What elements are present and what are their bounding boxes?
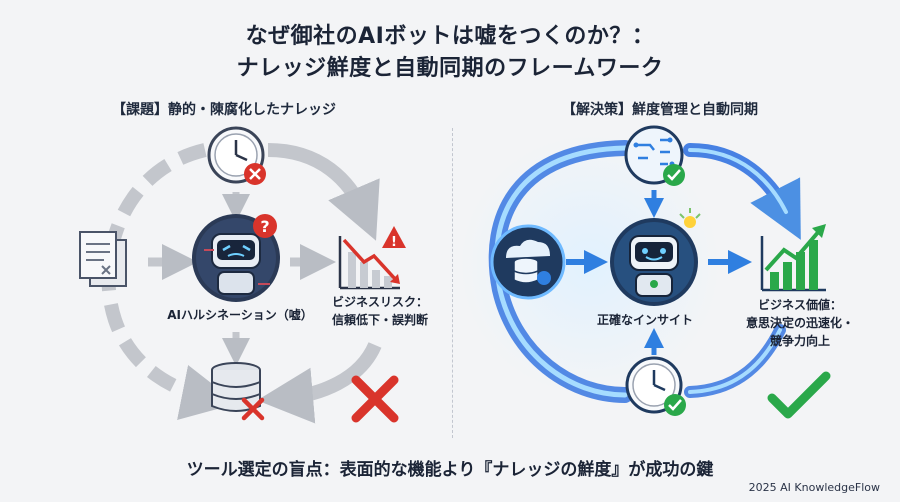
business-value-label-line-3: 競争力向上 bbox=[769, 334, 830, 348]
problem-cycle bbox=[101, 143, 382, 424]
copyright-text: 2025 AI KnowledgeFlow bbox=[748, 481, 880, 494]
accurate-ai-bot-icon bbox=[610, 208, 701, 306]
accurate-insight-label: 正確なインサイト bbox=[596, 313, 693, 327]
failure-x-mark bbox=[351, 375, 399, 423]
cloud-database-icon bbox=[490, 224, 566, 300]
panel-divider bbox=[452, 128, 453, 438]
footer-tagline: ツール選定の盲点：表面的な機能より『ナレッジの鮮度』が成功の鍵 bbox=[186, 460, 714, 480]
declining-chart-icon: ! bbox=[338, 226, 406, 290]
outdated-clock-icon bbox=[207, 126, 266, 185]
stale-documents-icon bbox=[79, 231, 127, 287]
solution-sync-cycle bbox=[460, 135, 801, 403]
business-value-label-line-2: 意思決定の迅速化・ bbox=[745, 316, 854, 330]
stale-cycle-dashed-arc bbox=[101, 143, 238, 420]
growth-chart-icon bbox=[760, 224, 826, 292]
business-risk-label-line-2: 信頼低下・誤判断 bbox=[331, 313, 428, 327]
clock-to-risk-arrow bbox=[267, 143, 380, 241]
success-check-mark bbox=[767, 371, 831, 419]
business-risk-label: ビジネスリスク： 信頼低下・誤判断 bbox=[320, 293, 440, 329]
outdated-database-icon bbox=[211, 362, 265, 421]
svg-text:?: ? bbox=[260, 217, 269, 236]
main-title-line-2: ナレッジ鮮度と自動同期のフレームワーク bbox=[236, 56, 664, 81]
business-value-label: ビジネス価値： 意思決定の迅速化・ 競争力向上 bbox=[735, 296, 865, 350]
problem-heading: 【課題】静的・陳腐化したナレッジ bbox=[112, 102, 336, 118]
solution-heading: 【解決策】鮮度管理と自動同期 bbox=[562, 102, 758, 118]
confused-ai-bot-icon: ? bbox=[192, 214, 280, 302]
hallucination-label: AIハルシネーション（嘘） bbox=[167, 308, 313, 322]
auto-sync-circuit-icon bbox=[624, 125, 685, 186]
business-value-label-line-1: ビジネス価値： bbox=[757, 298, 842, 312]
main-title-line-1: なぜ御社のAIボットは嘘をつくのか？： bbox=[245, 24, 655, 49]
risk-to-database-arrow bbox=[257, 341, 382, 424]
fresh-clock-icon bbox=[625, 356, 686, 416]
business-risk-label-line-1: ビジネスリスク： bbox=[331, 295, 428, 309]
svg-text:!: ! bbox=[391, 235, 397, 250]
